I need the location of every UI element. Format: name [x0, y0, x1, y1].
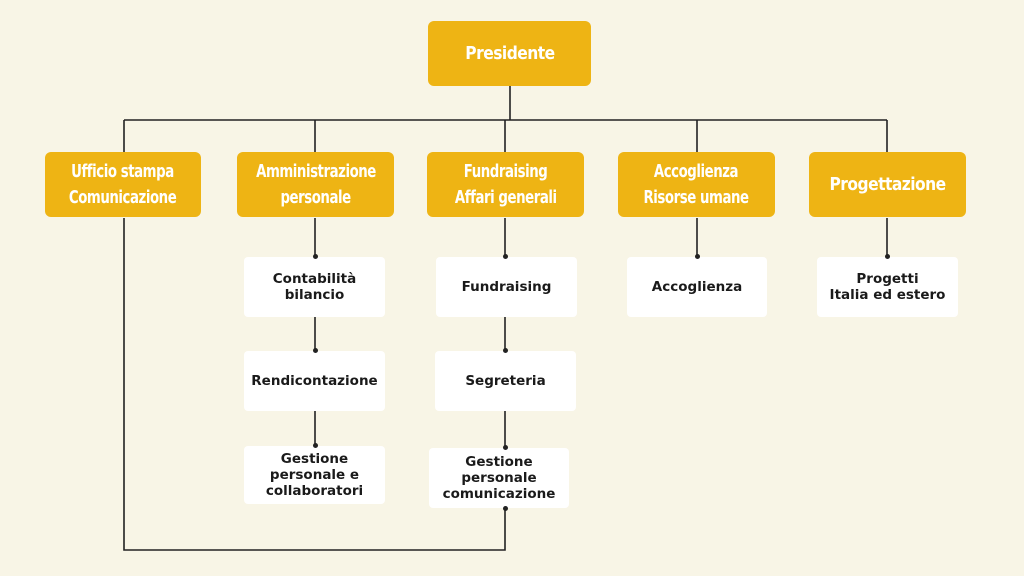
department-label-line1: Progettazione [829, 173, 946, 195]
unit-label-line2: bilancio [284, 287, 345, 303]
unit-label-line1: Rendicontazione [251, 373, 378, 389]
connector-dot [502, 506, 508, 511]
connector-dot [884, 254, 890, 259]
connector-dot [502, 348, 508, 353]
department-label-line2: Comunicazione [69, 186, 177, 208]
unit-label-line1: Gestione [280, 451, 349, 467]
department-label-line2: personale [280, 186, 351, 208]
president-box: Presidente [428, 21, 591, 86]
department-label-line1: Fundraising [463, 160, 548, 182]
connector-dot [502, 254, 508, 259]
connector-dot [694, 254, 700, 259]
connector-dot [502, 445, 508, 450]
unit-segreteria: Segreteria [435, 351, 576, 411]
department-progettazione: Progettazione [809, 152, 966, 217]
unit-label-line3: comunicazione [442, 486, 556, 502]
ufficio-to-gestione-connector [123, 218, 506, 551]
unit-fundraising: Fundraising [436, 257, 577, 317]
unit-label-line1: Progetti [856, 271, 919, 287]
unit-label-line2: Italia ed estero [829, 287, 946, 303]
unit-label-line2: personale e [269, 467, 360, 483]
department-label-line2: Affari generali [454, 186, 557, 208]
department-label-line1: Accoglienza [654, 160, 739, 182]
unit-accoglienza: Accoglienza [627, 257, 767, 317]
department-amministrazione: Amministrazione personale [237, 152, 394, 217]
connector-dot [312, 254, 318, 259]
unit-label-line1: Accoglienza [651, 279, 743, 295]
connector-dot [312, 348, 318, 353]
unit-label-line2: personale [461, 470, 537, 486]
department-label-line1: Ufficio stampa [71, 160, 175, 182]
unit-label-line1: Contabilità [272, 271, 357, 287]
unit-label-line1: Segreteria [465, 373, 546, 389]
unit-rendicontazione: Rendicontazione [244, 351, 385, 411]
unit-label-line1: Gestione [465, 454, 533, 470]
department-label-line1: Amministrazione [255, 160, 376, 182]
connector-dot [312, 443, 318, 448]
unit-label-line3: collaboratori [265, 483, 364, 499]
president-label: Presidente [464, 42, 555, 64]
unit-label-line1: Fundraising [461, 279, 552, 295]
department-label-line2: Risorse umane [643, 186, 750, 208]
